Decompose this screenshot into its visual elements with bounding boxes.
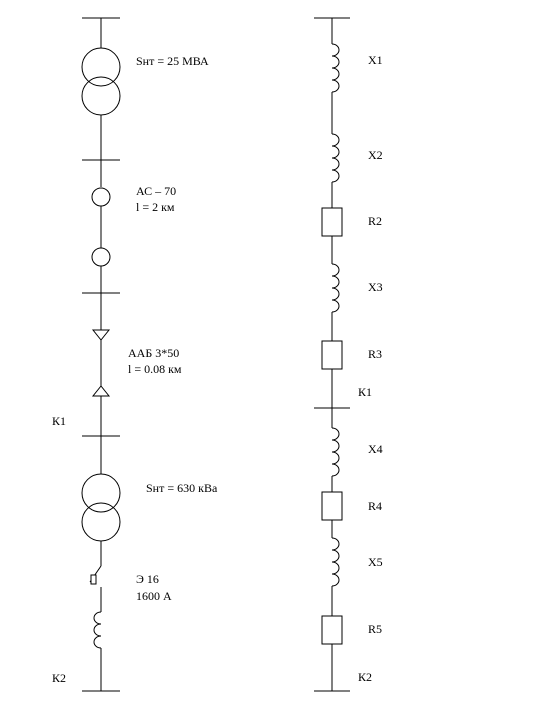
breaker-coil-icon <box>93 611 102 649</box>
cable-end-1-icon <box>91 329 111 341</box>
x1-label: X1 <box>368 53 383 67</box>
breaker-type: Э 16 <box>136 572 159 586</box>
transformer-2-label: Sнт = 630 кВа <box>146 481 218 495</box>
r4-label: R4 <box>368 499 382 513</box>
x1-inductor-icon <box>331 43 340 93</box>
x2-label: X2 <box>368 148 383 162</box>
cable-type: ААБ 3*50 <box>128 346 179 360</box>
cable-length: l = 0.08 км <box>128 362 182 376</box>
left-scheme: Sнт = 25 МВА АС – 70 l = 2 км ААБ 3*50 l… <box>52 17 218 692</box>
r5-resistor-icon <box>321 615 343 645</box>
r2-label: R2 <box>368 214 382 228</box>
x5-inductor-icon <box>331 537 340 587</box>
x2-inductor-icon <box>331 133 340 183</box>
r3-resistor-icon <box>321 340 343 370</box>
line-ac-end-1 <box>91 187 111 207</box>
transformer-1-label: Sнт = 25 МВА <box>136 54 209 68</box>
transformer-2-symbol <box>81 473 121 542</box>
transformer-1-symbol <box>81 47 121 116</box>
fault-k2-label: К2 <box>52 671 66 685</box>
right-k1-label: К1 <box>358 385 372 399</box>
r5-label: R5 <box>368 622 382 636</box>
right-scheme: X1 X2 R2 X3 R3 К1 X4 R4 X5 <box>314 17 383 692</box>
x4-label: X4 <box>368 442 383 456</box>
x3-label: X3 <box>368 280 383 294</box>
fault-k1-label: К1 <box>52 414 66 428</box>
line-ac-length: l = 2 км <box>136 200 175 214</box>
right-k2-label: К2 <box>358 670 372 684</box>
r3-label: R3 <box>368 347 382 361</box>
r2-resistor-icon <box>321 207 343 237</box>
x4-inductor-icon <box>331 427 340 477</box>
breaker-current: 1600 А <box>136 589 172 603</box>
line-ac-type: АС – 70 <box>136 184 176 198</box>
cable-end-2-icon <box>91 385 111 397</box>
breaker-symbol <box>89 565 102 612</box>
x3-inductor-icon <box>331 263 340 313</box>
x5-label: X5 <box>368 555 383 569</box>
line-ac-end-2 <box>91 247 111 267</box>
r4-resistor-icon <box>321 491 343 521</box>
